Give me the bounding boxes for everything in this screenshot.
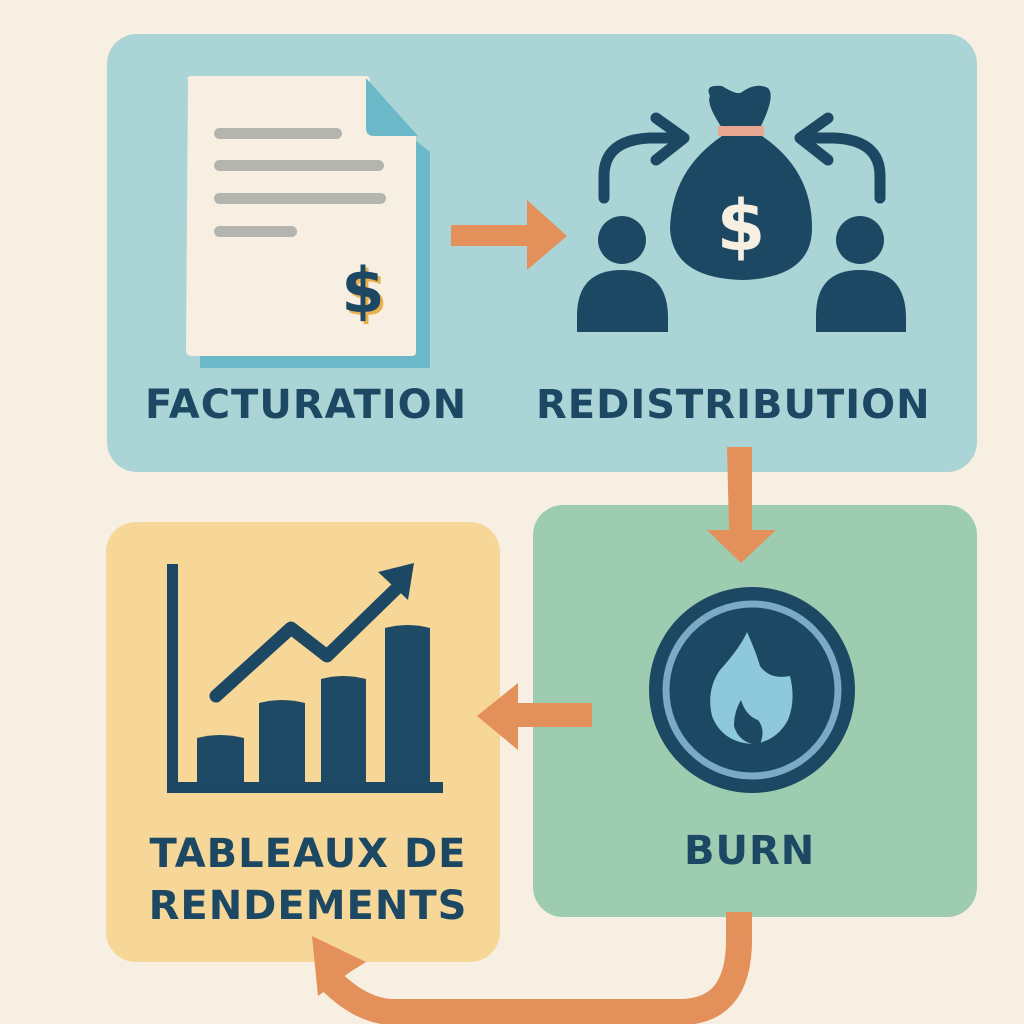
- invoice-dollar-shadow: $: [344, 257, 387, 330]
- stage-label-facturation: FACTURATION: [145, 382, 468, 428]
- bag-dollar-sign: $: [717, 185, 766, 267]
- stage-label-redistribution: REDISTRIBUTION: [536, 382, 931, 428]
- flame-coin-icon: [649, 587, 855, 793]
- stage-label-tableaux-line2: RENDEMENTS: [148, 883, 468, 929]
- money-bag-users-icon: $: [577, 85, 906, 332]
- invoice-dollar-sign: $: [341, 254, 384, 327]
- stage-label-burn: BURN: [684, 828, 816, 874]
- invoice-dollar-icon: $ $: [186, 76, 430, 368]
- arrow-left-icon: [477, 683, 592, 750]
- arrow-right-icon: [451, 200, 567, 270]
- arrow-down-icon: [707, 447, 776, 563]
- growth-chart-icon: [167, 563, 443, 793]
- stage-label-tableaux-line1: TABLEAUX DE: [149, 831, 467, 877]
- stage-label-tableaux: TABLEAUX DE RENDEMENTS: [138, 828, 478, 932]
- loop-arrow-icon: [312, 912, 752, 1024]
